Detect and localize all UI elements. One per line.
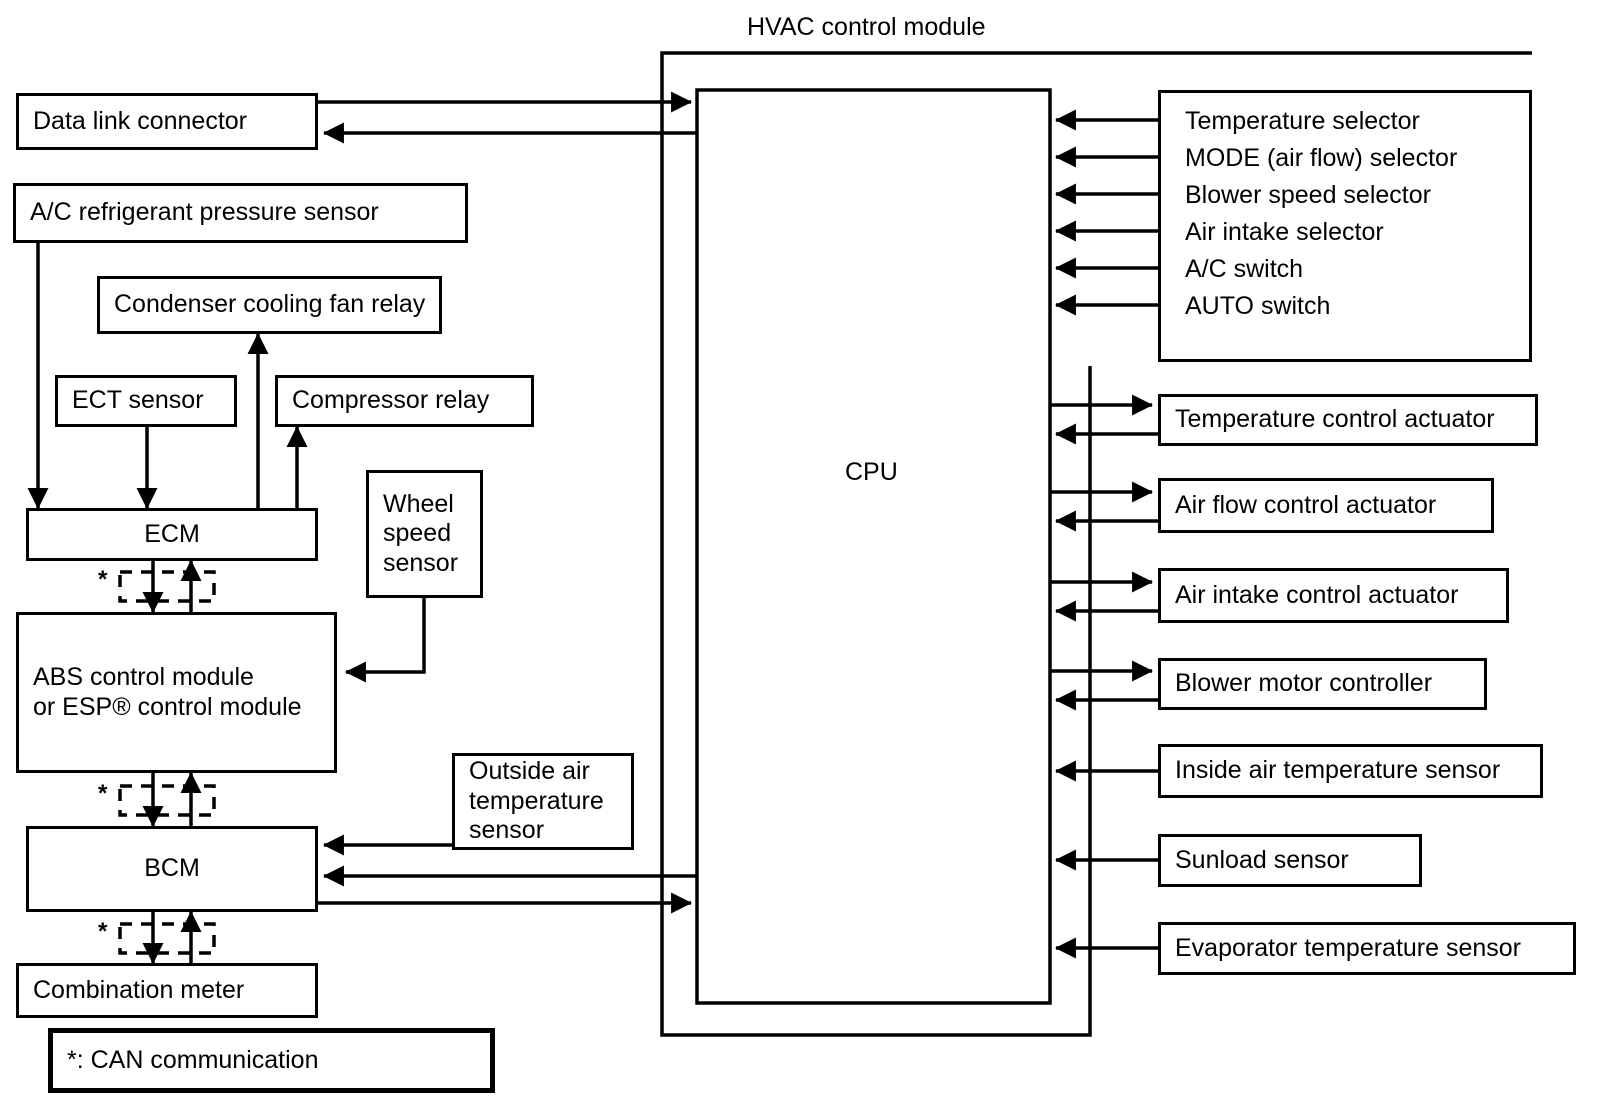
data-link-connector-label: Data link connector xyxy=(33,106,248,135)
can-symbol-bcm-meter xyxy=(118,922,216,955)
legend-label: *: CAN communication xyxy=(67,1045,319,1074)
can-asterisk-bcm-meter: * xyxy=(98,918,108,945)
outside-air-temperature-sensor-label: Outside air temperature sensor xyxy=(469,757,604,845)
can-symbol-ecm-abs xyxy=(118,570,216,603)
can-asterisk-ecm-abs: * xyxy=(98,566,108,593)
compressor-relay-box[interactable]: Compressor relay xyxy=(275,375,534,427)
abs-control-module-box[interactable]: ABS control module or ESP® control modul… xyxy=(16,612,337,773)
selector-item-air-intake[interactable]: Air intake selector xyxy=(1185,214,1529,251)
cpu-box xyxy=(695,88,1052,1005)
cpu-label: CPU xyxy=(845,458,898,486)
air-intake-control-actuator-label: Air intake control actuator xyxy=(1175,580,1459,609)
selector-label-air-intake: Air intake selector xyxy=(1185,218,1384,246)
air-intake-control-actuator-box[interactable]: Air intake control actuator xyxy=(1158,568,1509,623)
air-flow-control-actuator-label: Air flow control actuator xyxy=(1175,490,1437,519)
legend-box: *: CAN communication xyxy=(48,1028,495,1093)
blower-motor-controller-label: Blower motor controller xyxy=(1175,669,1433,698)
evaporator-temperature-sensor-label: Evaporator temperature sensor xyxy=(1175,933,1522,962)
combination-meter-label: Combination meter xyxy=(33,975,245,1004)
compressor-relay-label: Compressor relay xyxy=(292,386,490,415)
selector-item-blower-speed[interactable]: Blower speed selector xyxy=(1185,177,1529,214)
selector-item-ac-switch[interactable]: A/C switch xyxy=(1185,251,1529,288)
selector-label-ac-switch: A/C switch xyxy=(1185,255,1304,283)
selector-label-mode: MODE (air flow) selector xyxy=(1185,144,1458,172)
abs-control-module-label: ABS control module or ESP® control modul… xyxy=(33,663,302,721)
selector-item-auto-switch[interactable]: AUTO switch xyxy=(1185,288,1529,325)
diagram-title: HVAC control module xyxy=(747,13,986,41)
selector-item-mode[interactable]: MODE (air flow) selector xyxy=(1185,140,1529,177)
inside-air-temperature-sensor-label: Inside air temperature sensor xyxy=(1175,756,1501,785)
combination-meter-box[interactable]: Combination meter xyxy=(16,963,318,1018)
inside-air-temperature-sensor-box[interactable]: Inside air temperature sensor xyxy=(1158,744,1543,798)
wheel-speed-sensor-box[interactable]: Wheel speed sensor xyxy=(366,470,483,598)
temperature-control-actuator-box[interactable]: Temperature control actuator xyxy=(1158,394,1538,446)
bcm-box[interactable]: BCM xyxy=(26,826,318,912)
air-flow-control-actuator-box[interactable]: Air flow control actuator xyxy=(1158,478,1494,533)
condenser-cooling-fan-relay-box[interactable]: Condenser cooling fan relay xyxy=(97,276,442,334)
wire-wheelspeed-to-abs xyxy=(344,598,426,683)
sunload-sensor-label: Sunload sensor xyxy=(1175,845,1349,874)
selector-label-auto-switch: AUTO switch xyxy=(1185,292,1331,320)
ac-refrigerant-pressure-sensor-box[interactable]: A/C refrigerant pressure sensor xyxy=(13,183,468,243)
ect-sensor-label: ECT sensor xyxy=(72,386,204,415)
ecm-label: ECM xyxy=(144,519,200,548)
condenser-cooling-fan-relay-label: Condenser cooling fan relay xyxy=(114,290,426,319)
selector-group-box[interactable]: Temperature selector MODE (air flow) sel… xyxy=(1158,90,1532,362)
data-link-connector-box[interactable]: Data link connector xyxy=(16,93,318,150)
ac-refrigerant-pressure-sensor-label: A/C refrigerant pressure sensor xyxy=(30,198,379,227)
can-symbol-abs-bcm xyxy=(118,784,216,817)
temperature-control-actuator-label: Temperature control actuator xyxy=(1175,405,1495,434)
blower-motor-controller-box[interactable]: Blower motor controller xyxy=(1158,658,1487,710)
wheel-speed-sensor-label: Wheel speed sensor xyxy=(383,489,459,577)
can-asterisk-abs-bcm: * xyxy=(98,780,108,807)
selector-label-temperature: Temperature selector xyxy=(1185,107,1420,135)
ecm-box[interactable]: ECM xyxy=(26,508,318,561)
bcm-label: BCM xyxy=(144,854,200,883)
outside-air-temperature-sensor-box[interactable]: Outside air temperature sensor xyxy=(452,753,634,850)
selector-item-temperature[interactable]: Temperature selector xyxy=(1185,103,1529,140)
selector-label-blower-speed: Blower speed selector xyxy=(1185,181,1431,209)
sunload-sensor-box[interactable]: Sunload sensor xyxy=(1158,834,1422,887)
ect-sensor-box[interactable]: ECT sensor xyxy=(55,375,237,427)
evaporator-temperature-sensor-box[interactable]: Evaporator temperature sensor xyxy=(1158,922,1576,975)
